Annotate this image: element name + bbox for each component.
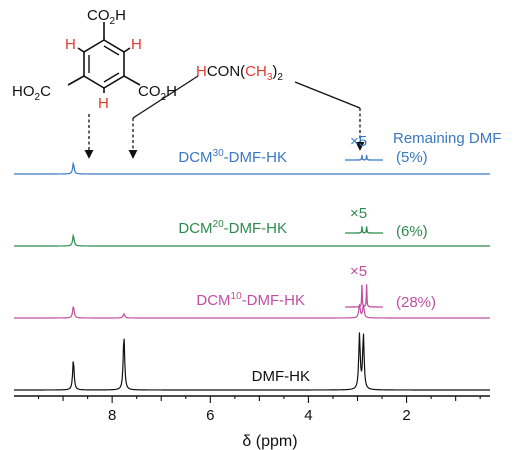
ring-h-upper-right: H xyxy=(131,36,142,53)
remaining-dmf-label: Remaining DMF xyxy=(393,130,501,147)
spectrum-line xyxy=(14,332,490,391)
bond-h-upper-right xyxy=(123,47,131,53)
spectrum-label: DCM10-DMF-HK xyxy=(196,291,305,309)
magnification-label: ×5 xyxy=(350,205,367,222)
spectrum-2: DCM20-DMF-HK ×5 (6%) xyxy=(14,205,490,247)
ring-h-bottom: H xyxy=(98,95,109,112)
x-tick-label: 4 xyxy=(304,407,312,424)
dmf-formula-sub3: 3 xyxy=(267,72,273,83)
spectrum-1: DCM30-DMF-HK ×5 (5%) xyxy=(14,133,490,175)
spectrum-line xyxy=(14,161,490,175)
magnification-label: ×5 xyxy=(350,263,367,280)
spectrum-line xyxy=(14,233,490,247)
spectrum-3: DCM10-DMF-HK ×5 (28%) xyxy=(14,263,490,319)
x-tick-label: 6 xyxy=(206,407,214,424)
benzene-ring xyxy=(83,39,125,89)
dmf-formula-sub2: 2 xyxy=(277,72,283,83)
dmf-formula-con: CON( xyxy=(207,63,245,80)
x-axis-label: δ (ppm) xyxy=(242,433,297,450)
spectrum-4: DMF-HK xyxy=(14,332,490,391)
dmf-percentage: (28%) xyxy=(396,294,436,311)
spectrum-label: DCM30-DMF-HK xyxy=(178,148,287,166)
x-tick-label: 8 xyxy=(108,407,116,424)
magnification-label: ×5 xyxy=(350,133,367,150)
group-right: CO2H xyxy=(138,83,177,103)
group-left: HO2C xyxy=(12,83,51,103)
bond-right xyxy=(123,75,141,86)
arrow-methyl-diagonal xyxy=(294,81,361,109)
dmf-formula-h: H xyxy=(196,63,207,80)
dmf-formula-ch: CH xyxy=(245,63,267,80)
spectrum-line xyxy=(14,304,490,319)
inset-magnified-peaks xyxy=(345,225,383,234)
group-top: CO2H xyxy=(87,7,126,27)
inset-magnified-peaks xyxy=(345,154,383,161)
arrow-formyl-h-diagonal xyxy=(132,75,199,119)
x-axis: 8 6 4 2 xyxy=(14,395,490,424)
dmf-formula: HCON(CH3)2 xyxy=(196,63,283,83)
dmf-percentage: (6%) xyxy=(396,223,428,240)
bond-h-upper-left xyxy=(77,47,85,53)
trimesic-acid-structure: CO2H HO2C CO2H H H H xyxy=(12,7,177,112)
spectrum-label: DCM20-DMF-HK xyxy=(178,219,287,237)
ring-h-upper-left: H xyxy=(65,36,76,53)
ring-double-bond xyxy=(103,45,120,56)
dmf-percentage: (5%) xyxy=(396,149,428,166)
spectra: DCM30-DMF-HK ×5 (5%) DCM20-DMF-HK ×5 (6%) DCM1… xyxy=(14,133,490,391)
dmf-formula-close: ) xyxy=(272,63,277,80)
inset-magnified-peaks xyxy=(345,283,383,308)
spectrum-label: DMF-HK xyxy=(252,368,310,385)
x-tick-label: 2 xyxy=(402,407,410,424)
bond-left xyxy=(67,75,85,86)
ring-double-bond xyxy=(103,72,120,83)
